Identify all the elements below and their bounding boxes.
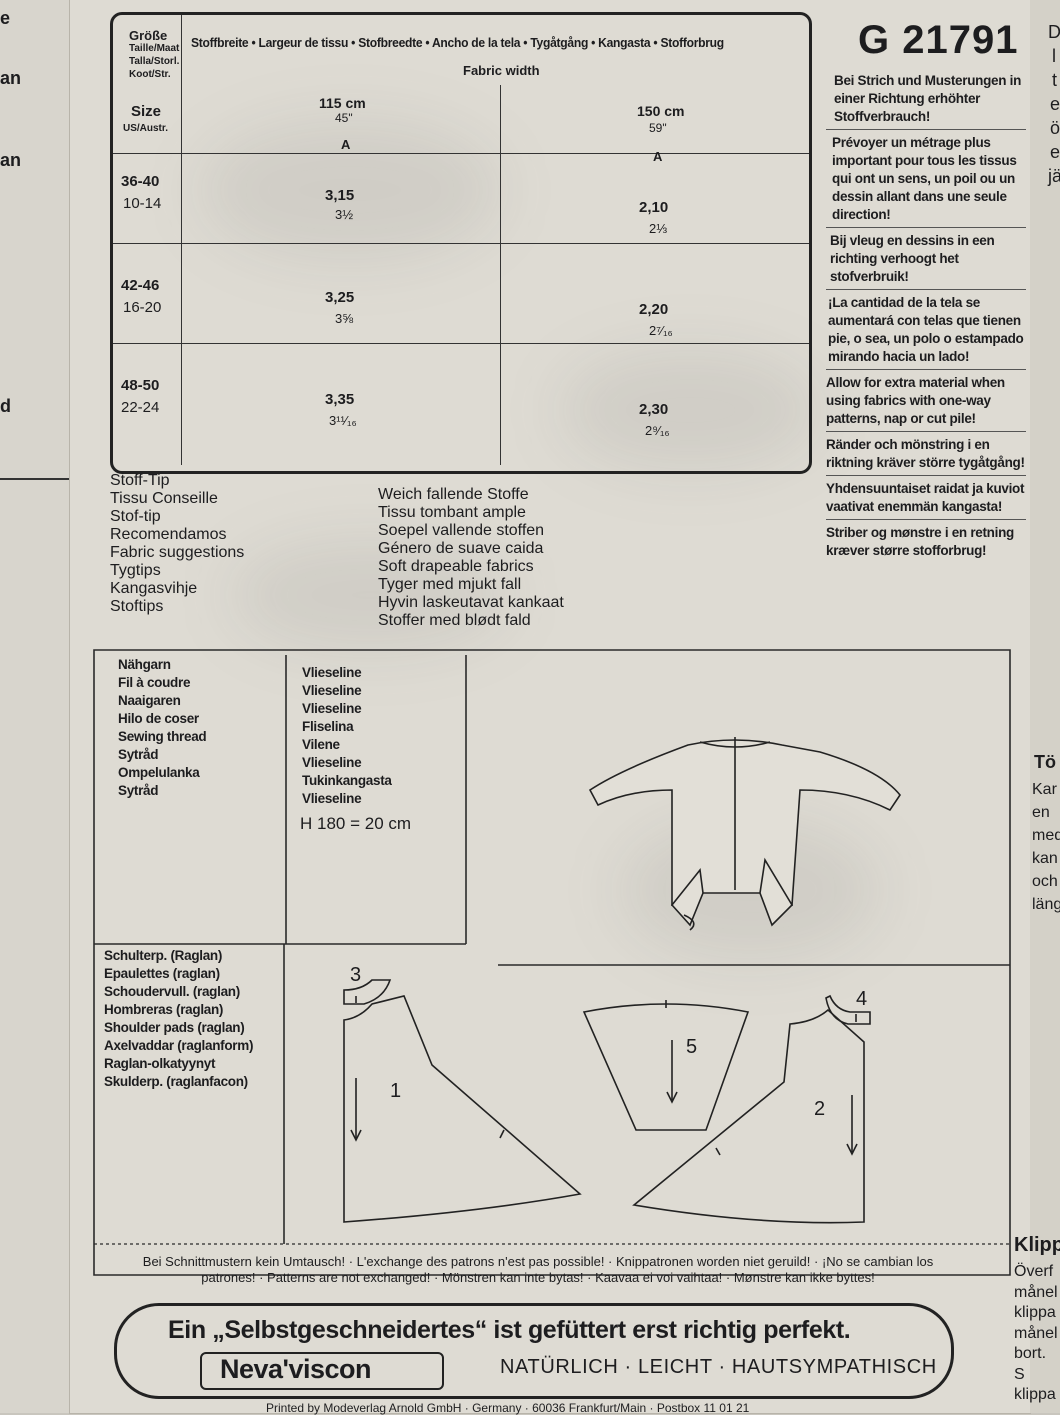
piece-number-5: 5 bbox=[686, 1036, 698, 1058]
pattern-number: G 21791 bbox=[858, 18, 1019, 62]
yardage-115-yd: 3⅝ bbox=[335, 311, 354, 326]
fabric-tip-value: Stoffer med blødt fald bbox=[378, 612, 531, 629]
fabric-tip-label: Kangasvihje bbox=[110, 580, 198, 597]
shoulder-pads-list: Schulterp. (Raglan)Epaulettes (raglan)Sc… bbox=[104, 948, 254, 1089]
piece-number-2: 2 bbox=[814, 1098, 826, 1120]
fabric-tip-label: Stof-tip bbox=[110, 508, 161, 525]
note-sv: Ränder och mönstring i en riktning kräve… bbox=[826, 436, 1026, 476]
yardage-150-yd: 2⅓ bbox=[649, 221, 668, 236]
fabric-tip-value: Soft drapeable fabrics bbox=[378, 558, 534, 575]
fabric-width-label: Stoffbreite • Largeur de tissu • Stofbre… bbox=[191, 35, 724, 50]
pattern-piece-2 bbox=[632, 1008, 865, 1224]
width-115-inch: 45" bbox=[335, 111, 353, 125]
size-eu: 42-46 bbox=[121, 277, 160, 294]
paper-shadow bbox=[560, 350, 820, 470]
pattern-piece-4 bbox=[825, 994, 871, 1025]
size-us: 16-20 bbox=[123, 299, 162, 316]
fabric-tip-values: Weich fallende Stoffe Tissu tombant ampl… bbox=[378, 486, 564, 630]
size-label: Größe Taille/Maat Talla/Storl. Koot/Str. bbox=[129, 28, 180, 80]
fabric-tip-label: Stoftips bbox=[110, 598, 164, 615]
left-fragment: d bbox=[0, 396, 11, 416]
adjacent-page-left: e an an d bbox=[0, 0, 70, 1413]
size-us-sublabel: US/Austr. bbox=[123, 123, 169, 134]
view-a-150: A bbox=[653, 149, 663, 164]
adjacent-page-right bbox=[1030, 0, 1060, 1413]
fabric-tip-label: Stoff-Tip bbox=[110, 472, 170, 489]
piece-number-4: 4 bbox=[856, 988, 868, 1010]
paper-shadow bbox=[230, 540, 510, 650]
printer-line: Printed by Modeverlag Arnold GmbH · Germ… bbox=[266, 1401, 750, 1415]
piece-number-3: 3 bbox=[350, 964, 362, 986]
pattern-piece-3 bbox=[343, 979, 392, 1005]
note-da: Striber og mønstre i en retning kræver s… bbox=[826, 525, 1014, 558]
interfacing-amount: H 180 = 20 cm bbox=[300, 814, 412, 833]
brand-logo: Neva'viscon bbox=[220, 1354, 372, 1384]
note-fi: Yhdensuuntaiset raidat ja kuviot vaativa… bbox=[826, 480, 1026, 520]
note-en: Allow for extra material when using fabr… bbox=[826, 374, 1026, 432]
footer-slogan: Ein „Selbstgeschneidertes“ ist gefüttert… bbox=[168, 1316, 851, 1344]
footer-tagline: NATÜRLICH · LEICHT · HAUTSYMPATHISCH bbox=[500, 1356, 937, 1378]
width-115-cm: 115 cm bbox=[319, 95, 366, 111]
size-eu: 36-40 bbox=[121, 173, 160, 190]
one-way-notes: Bei Strich und Musterungen in einer Rich… bbox=[826, 72, 1026, 560]
size-us: 22-24 bbox=[121, 399, 160, 416]
fabric-tip-value: Hyvin laskeutavat kankaat bbox=[378, 594, 564, 611]
pattern-piece-1 bbox=[343, 995, 582, 1223]
width-150-cm: 150 cm bbox=[637, 103, 685, 119]
fabric-tip-value: Soepel vallende stoffen bbox=[378, 522, 545, 539]
note-nl: Bij vleug en dessins in een richting ver… bbox=[826, 232, 1026, 290]
paper-shadow bbox=[200, 120, 500, 260]
yardage-115-yd: 3¹¹⁄₁₆ bbox=[329, 413, 357, 428]
brand-box bbox=[200, 1352, 444, 1390]
right-heading: Tö bbox=[1034, 752, 1056, 772]
no-exchange-notice: Bei Schnittmustern kein Umtausch! · L'ex… bbox=[142, 1254, 934, 1285]
yardage-150-m: 2,20 bbox=[639, 301, 669, 318]
left-fragment: e bbox=[0, 8, 11, 28]
note-es: ¡La cantidad de la tela se aumentará con… bbox=[826, 294, 1026, 370]
yardage-150-yd: 2⁹⁄₁₆ bbox=[645, 423, 670, 438]
yardage-115-m: 3,15 bbox=[325, 187, 355, 204]
yardage-table: Größe Taille/Maat Talla/Storl. Koot/Str.… bbox=[110, 12, 812, 474]
left-fragment: an bbox=[0, 68, 22, 88]
yardage-150-yd: 2⁷⁄₁₆ bbox=[649, 323, 673, 338]
fabric-tip-label: Tissu Conseille bbox=[110, 490, 218, 507]
fabric-tip-value: Tissu tombant ample bbox=[378, 504, 526, 521]
piece-number-1: 1 bbox=[390, 1080, 402, 1102]
left-fragment: an bbox=[0, 150, 22, 170]
yardage-150-m: 2,30 bbox=[639, 401, 669, 418]
yardage-115-m: 3,25 bbox=[325, 289, 355, 306]
fabric-tip-value: Weich fallende Stoffe bbox=[378, 486, 529, 503]
fabric-tip-value: Género de suave caida bbox=[378, 540, 544, 557]
fabric-tip-label: Tygtips bbox=[110, 562, 161, 579]
note-fr: Prévoyer un métrage plus important pour … bbox=[826, 134, 1026, 228]
yardage-150-m: 2,10 bbox=[639, 199, 669, 216]
pattern-piece-5 bbox=[582, 1000, 750, 1131]
right-heading: Klipp bbox=[1014, 1234, 1060, 1256]
pattern-envelope-back bbox=[70, 0, 1030, 1413]
fabric-tip-labels: Stoff-Tip Tissu Conseille Stof-tip Recom… bbox=[110, 472, 244, 616]
fabric-tip-label: Recomendamos bbox=[110, 526, 227, 543]
footer-oval bbox=[114, 1303, 954, 1399]
garment-technical-drawing bbox=[588, 737, 901, 931]
yardage-115-m: 3,35 bbox=[325, 391, 355, 408]
yardage-115-yd: 3½ bbox=[335, 207, 354, 222]
note-de: Bei Strich und Musterungen in einer Rich… bbox=[826, 72, 1026, 130]
fabric-width-en: Fabric width bbox=[463, 63, 540, 78]
left-divider bbox=[0, 478, 70, 480]
size-us-label: Size bbox=[131, 103, 162, 120]
fabric-tip-value: Tyger med mjukt fall bbox=[378, 576, 522, 593]
size-eu: 48-50 bbox=[121, 377, 160, 394]
size-us: 10-14 bbox=[123, 195, 162, 212]
width-150-inch: 59" bbox=[649, 121, 667, 135]
fabric-tip-label: Fabric suggestions bbox=[110, 544, 245, 561]
view-a-115: A bbox=[341, 137, 351, 152]
